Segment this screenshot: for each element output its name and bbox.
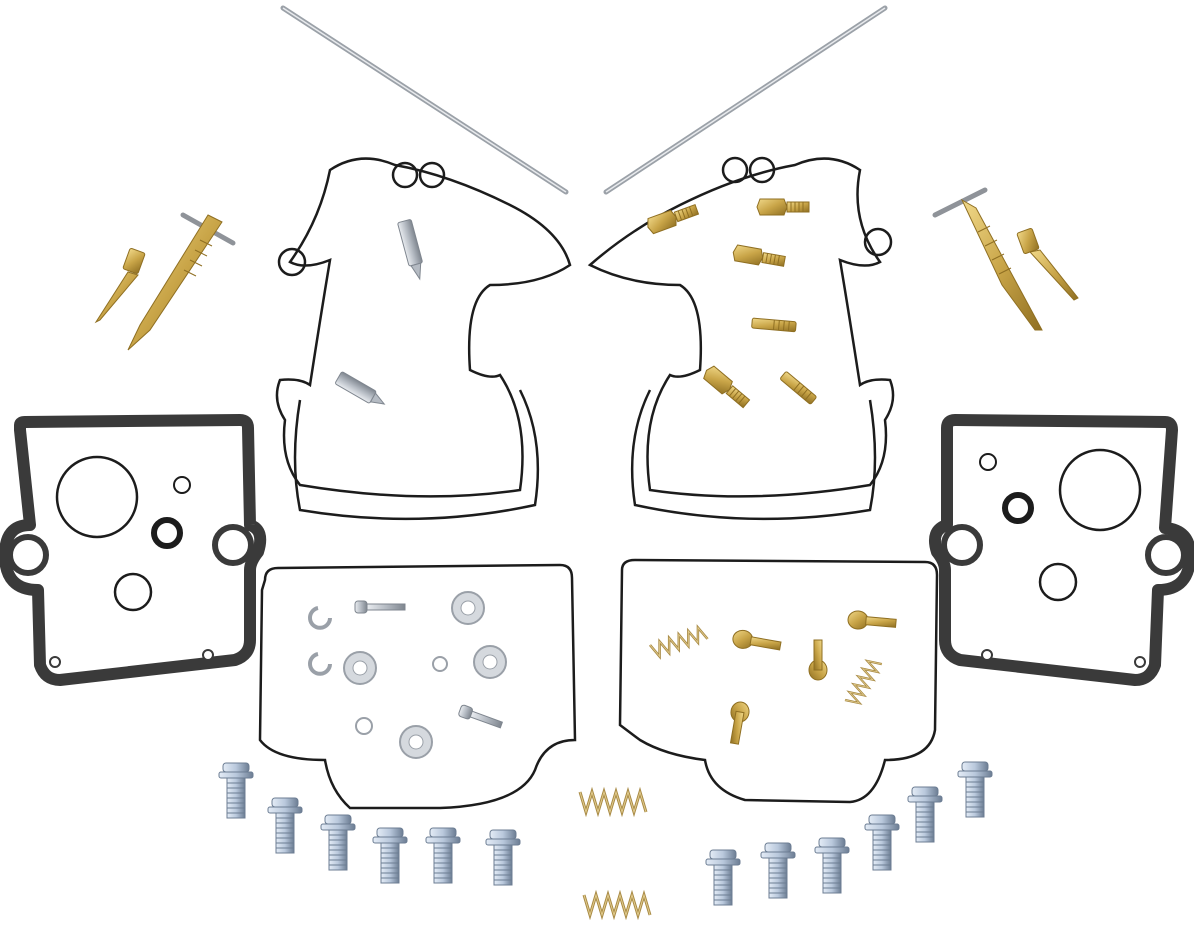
jet-needle-right bbox=[603, 5, 888, 195]
lower-oring-left bbox=[258, 563, 577, 810]
pilot-screw-left bbox=[94, 247, 146, 324]
flange-gasket-right bbox=[929, 414, 1194, 686]
spring-lower bbox=[582, 893, 652, 917]
float-bowl-oring-left bbox=[275, 157, 572, 521]
idle-screw-right bbox=[932, 187, 1043, 331]
pilot-screw-right bbox=[1016, 227, 1079, 301]
flange-gasket-left bbox=[0, 414, 267, 686]
needle-valve-upper bbox=[397, 219, 423, 281]
spring-upper bbox=[578, 790, 648, 814]
float-bowl-oring-right bbox=[587, 156, 895, 521]
brass-jet-2 bbox=[756, 198, 810, 216]
jet-needle-left bbox=[280, 5, 569, 195]
bolts-left bbox=[218, 762, 521, 886]
brass-jet-4 bbox=[751, 317, 797, 333]
bolts-right bbox=[705, 761, 993, 906]
hardware-left bbox=[308, 591, 507, 759]
hardware-right bbox=[648, 610, 897, 745]
brass-jet-5 bbox=[700, 363, 752, 411]
needle-valve-lower bbox=[335, 371, 386, 405]
lower-oring-right bbox=[618, 558, 939, 804]
brass-jet-1 bbox=[644, 201, 701, 236]
brass-jet-3 bbox=[731, 244, 787, 270]
idle-screw-left bbox=[127, 212, 236, 351]
brass-jet-6 bbox=[780, 371, 817, 405]
